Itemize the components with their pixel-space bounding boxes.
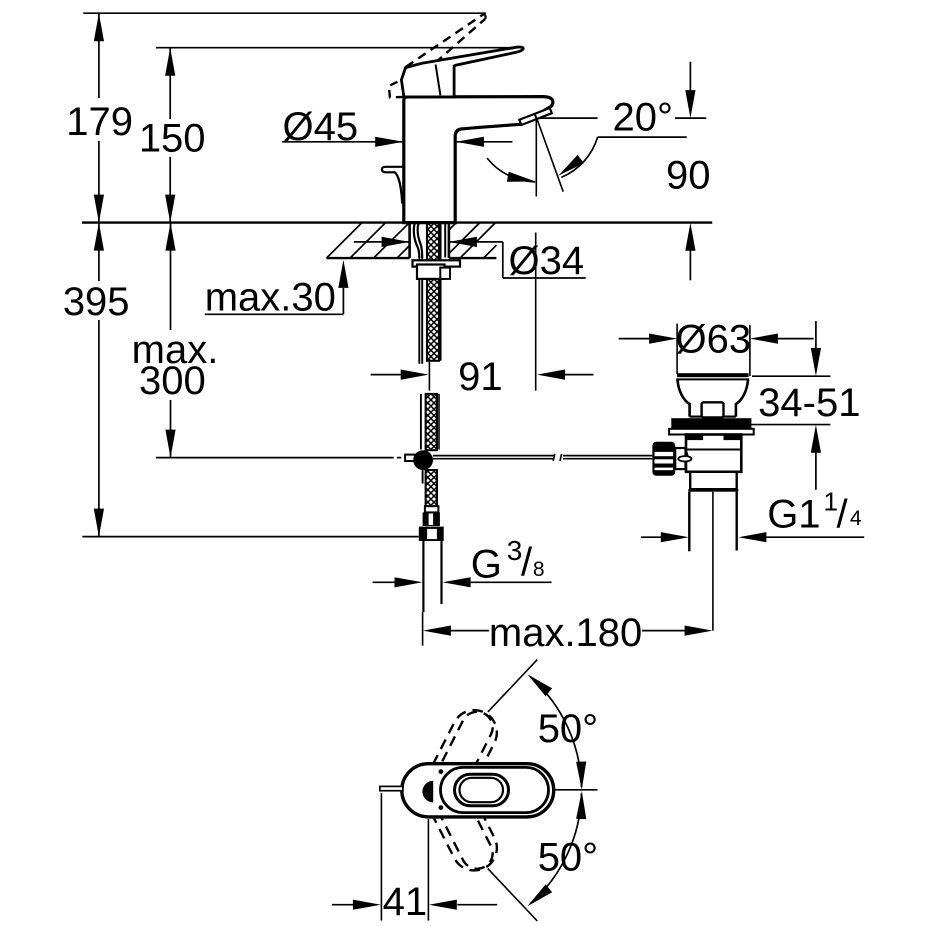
svg-text:300: 300 xyxy=(139,359,206,403)
svg-text:Ø63: Ø63 xyxy=(675,318,751,362)
svg-text:max.30: max.30 xyxy=(205,275,336,319)
svg-text:4: 4 xyxy=(850,507,862,530)
svg-text:3: 3 xyxy=(507,535,523,566)
svg-text:/: / xyxy=(837,492,849,536)
svg-text:max.180: max.180 xyxy=(489,611,642,655)
svg-text:50°: 50° xyxy=(538,836,599,880)
svg-text:150: 150 xyxy=(139,117,206,161)
svg-text:90: 90 xyxy=(666,153,711,197)
svg-text:/: / xyxy=(521,541,533,585)
svg-text:max.: max. xyxy=(132,328,219,372)
svg-text:20°: 20° xyxy=(613,96,674,140)
svg-text:Ø34: Ø34 xyxy=(509,239,585,283)
svg-text:41: 41 xyxy=(383,880,428,924)
svg-text:34-51: 34-51 xyxy=(758,381,860,425)
svg-text:179: 179 xyxy=(66,100,133,144)
svg-text:395: 395 xyxy=(63,280,130,324)
svg-text:50°: 50° xyxy=(538,707,599,751)
svg-text:91: 91 xyxy=(458,355,503,399)
svg-text:1: 1 xyxy=(824,487,838,517)
svg-text:G1: G1 xyxy=(767,493,820,537)
svg-text:8: 8 xyxy=(533,558,545,581)
svg-text:Ø45: Ø45 xyxy=(283,105,359,149)
svg-text:G: G xyxy=(471,542,502,586)
